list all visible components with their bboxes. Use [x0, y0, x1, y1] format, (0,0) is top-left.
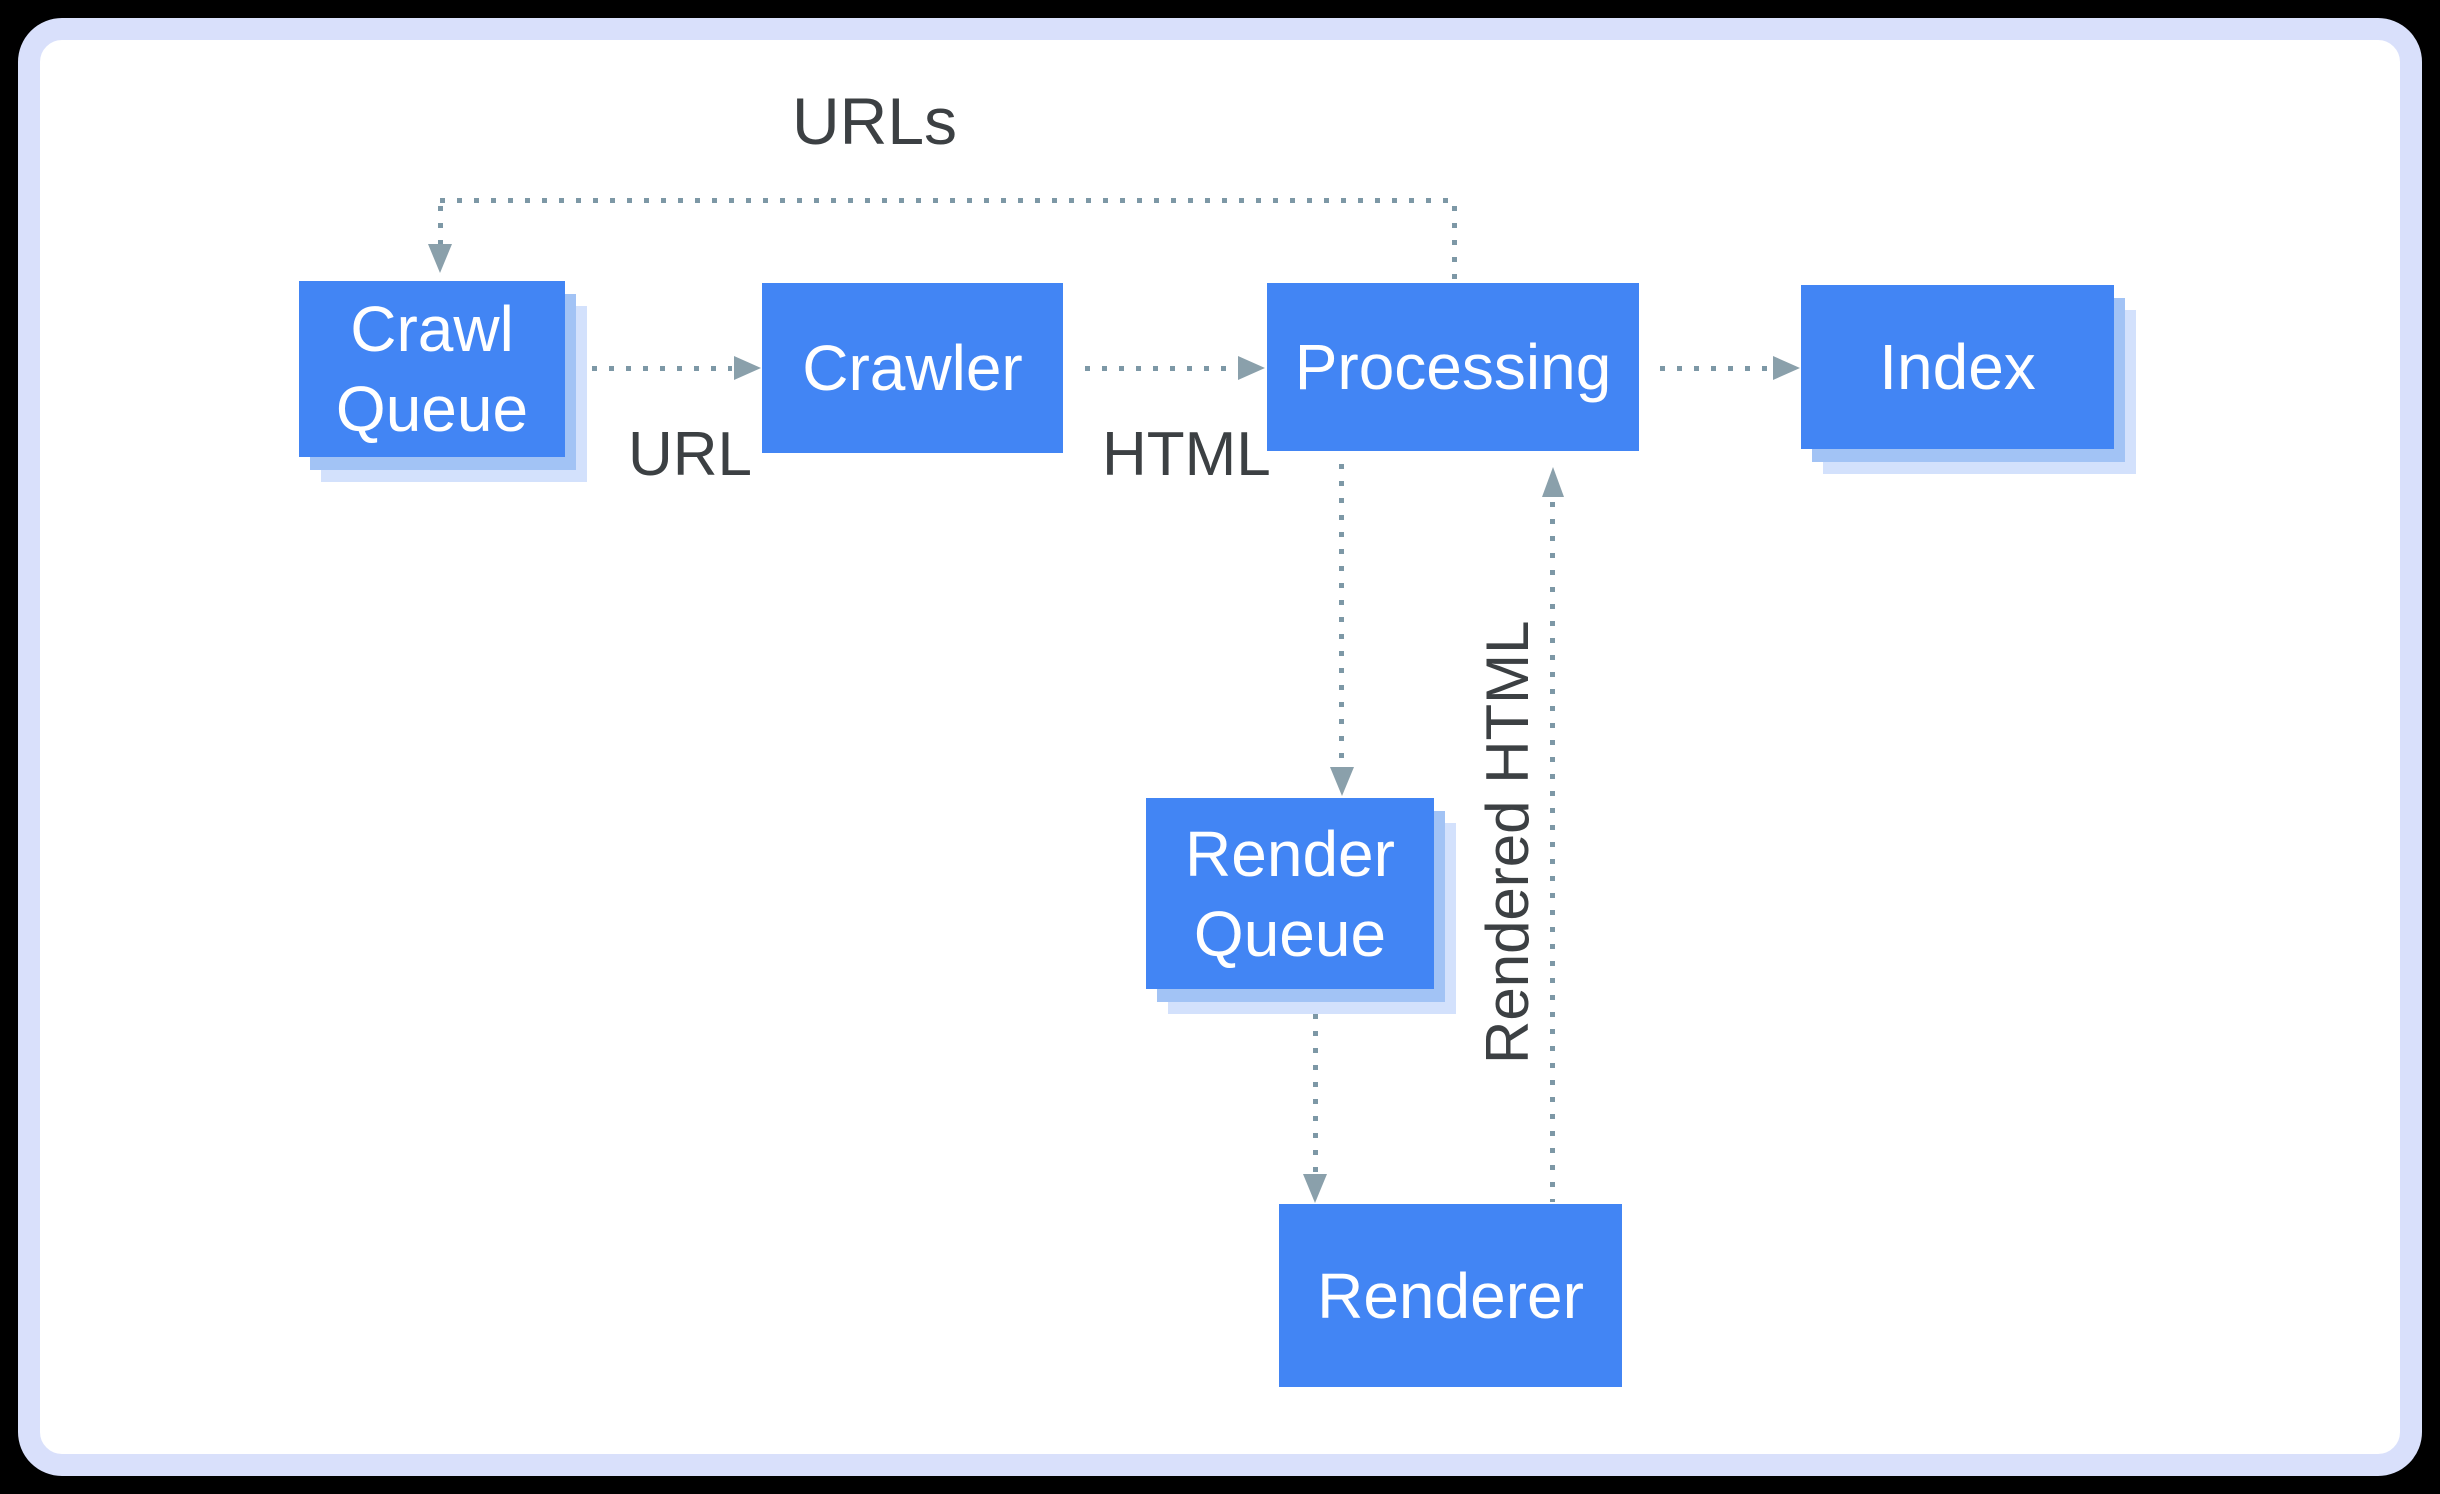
arrowhead-into-renderer-icon: [1303, 1174, 1327, 1203]
edge-label-rendered-html: Rendered HTML: [1474, 620, 1541, 1064]
edge-processing-to-crawlqueue-horizontal: [440, 198, 1456, 203]
edge-renderqueue-to-renderer: [1313, 1014, 1318, 1172]
node-index: Index: [1801, 285, 2114, 449]
node-processing: Processing: [1267, 283, 1639, 451]
node-render-queue: Render Queue: [1146, 798, 1434, 989]
edge-label-urls: URLs: [792, 84, 958, 158]
arrowhead-into-processing-icon: [1238, 356, 1265, 380]
arrowhead-up-into-processing-icon: [1542, 467, 1564, 497]
arrowhead-into-render-queue-icon: [1330, 767, 1354, 796]
arrowhead-into-crawl-queue-icon: [428, 244, 452, 273]
node-renderer: Renderer: [1279, 1204, 1622, 1387]
edge-processing-to-index: [1660, 366, 1770, 371]
arrowhead-into-index-icon: [1773, 356, 1800, 380]
edge-renderer-to-processing: [1550, 502, 1555, 1202]
edge-label-url: URL: [628, 420, 753, 489]
edge-crawler-to-processing: [1085, 366, 1235, 371]
edge-processing-to-renderqueue: [1339, 464, 1344, 762]
arrowhead-into-crawler-icon: [734, 356, 761, 380]
node-crawl-queue: Crawl Queue: [299, 281, 565, 457]
edge-processing-to-crawlqueue-rise: [1452, 206, 1457, 282]
edge-processing-to-crawlqueue-drop: [438, 206, 443, 244]
edge-label-html: HTML: [1102, 420, 1271, 489]
node-crawler: Crawler: [762, 283, 1063, 453]
diagram-card: [18, 18, 2422, 1476]
edge-crawlqueue-to-crawler: [592, 366, 732, 371]
